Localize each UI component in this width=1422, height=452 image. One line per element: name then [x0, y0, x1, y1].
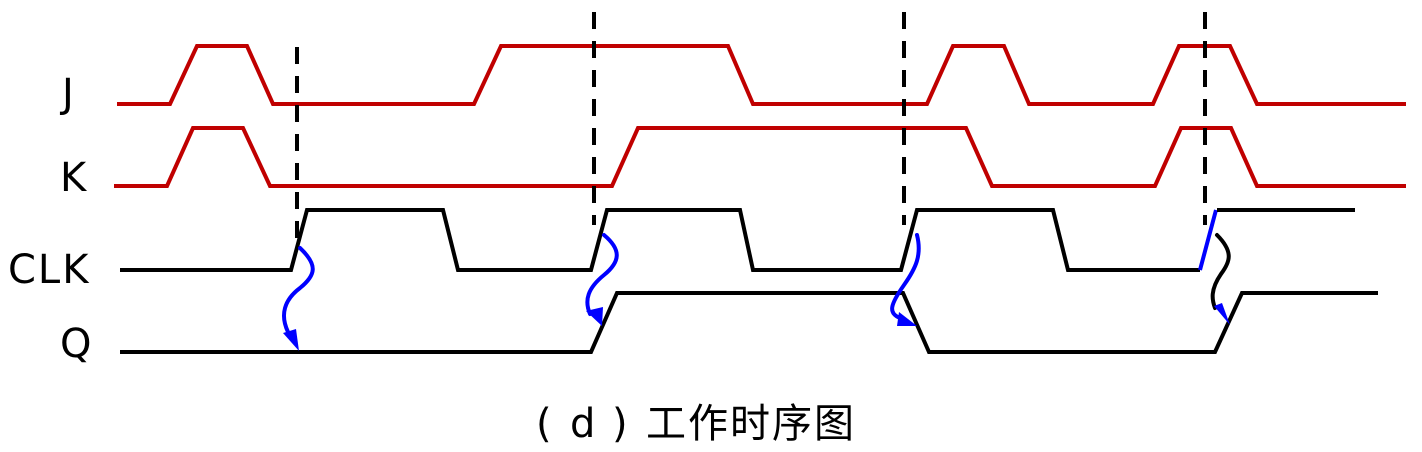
caption-open-paren: ( [536, 401, 552, 447]
signal-label-k: K [60, 155, 88, 201]
arrowhead-icon [283, 329, 299, 351]
signal-label-clk: CLK [8, 247, 90, 293]
causal-arrows [282, 233, 1231, 351]
caption-close-paren: ) [612, 401, 628, 447]
clock-edge-markers [295, 12, 1207, 243]
signal-label-q: Q [60, 321, 91, 367]
clk-highlighted-rising-edge [1198, 209, 1218, 271]
waveform-q [120, 291, 1378, 354]
caption-text: 工作时序图 [646, 401, 856, 447]
causal-arrow-curve [585, 233, 619, 316]
waveform-j [117, 44, 1406, 106]
causal-arrow-curve [1210, 233, 1231, 310]
arrowhead-icon [897, 312, 917, 326]
causal-arrow-curve [282, 246, 315, 334]
caption-letter: d [570, 401, 595, 447]
waveform-k [114, 126, 1406, 188]
causal-arrow-curve [890, 233, 921, 320]
arrowhead-icon [586, 307, 603, 326]
arrowhead-icon [1214, 303, 1230, 325]
caption: ( d ) 工作时序图 [536, 401, 856, 447]
waveform-clk [120, 208, 1200, 272]
signal-label-j: J [59, 71, 74, 117]
